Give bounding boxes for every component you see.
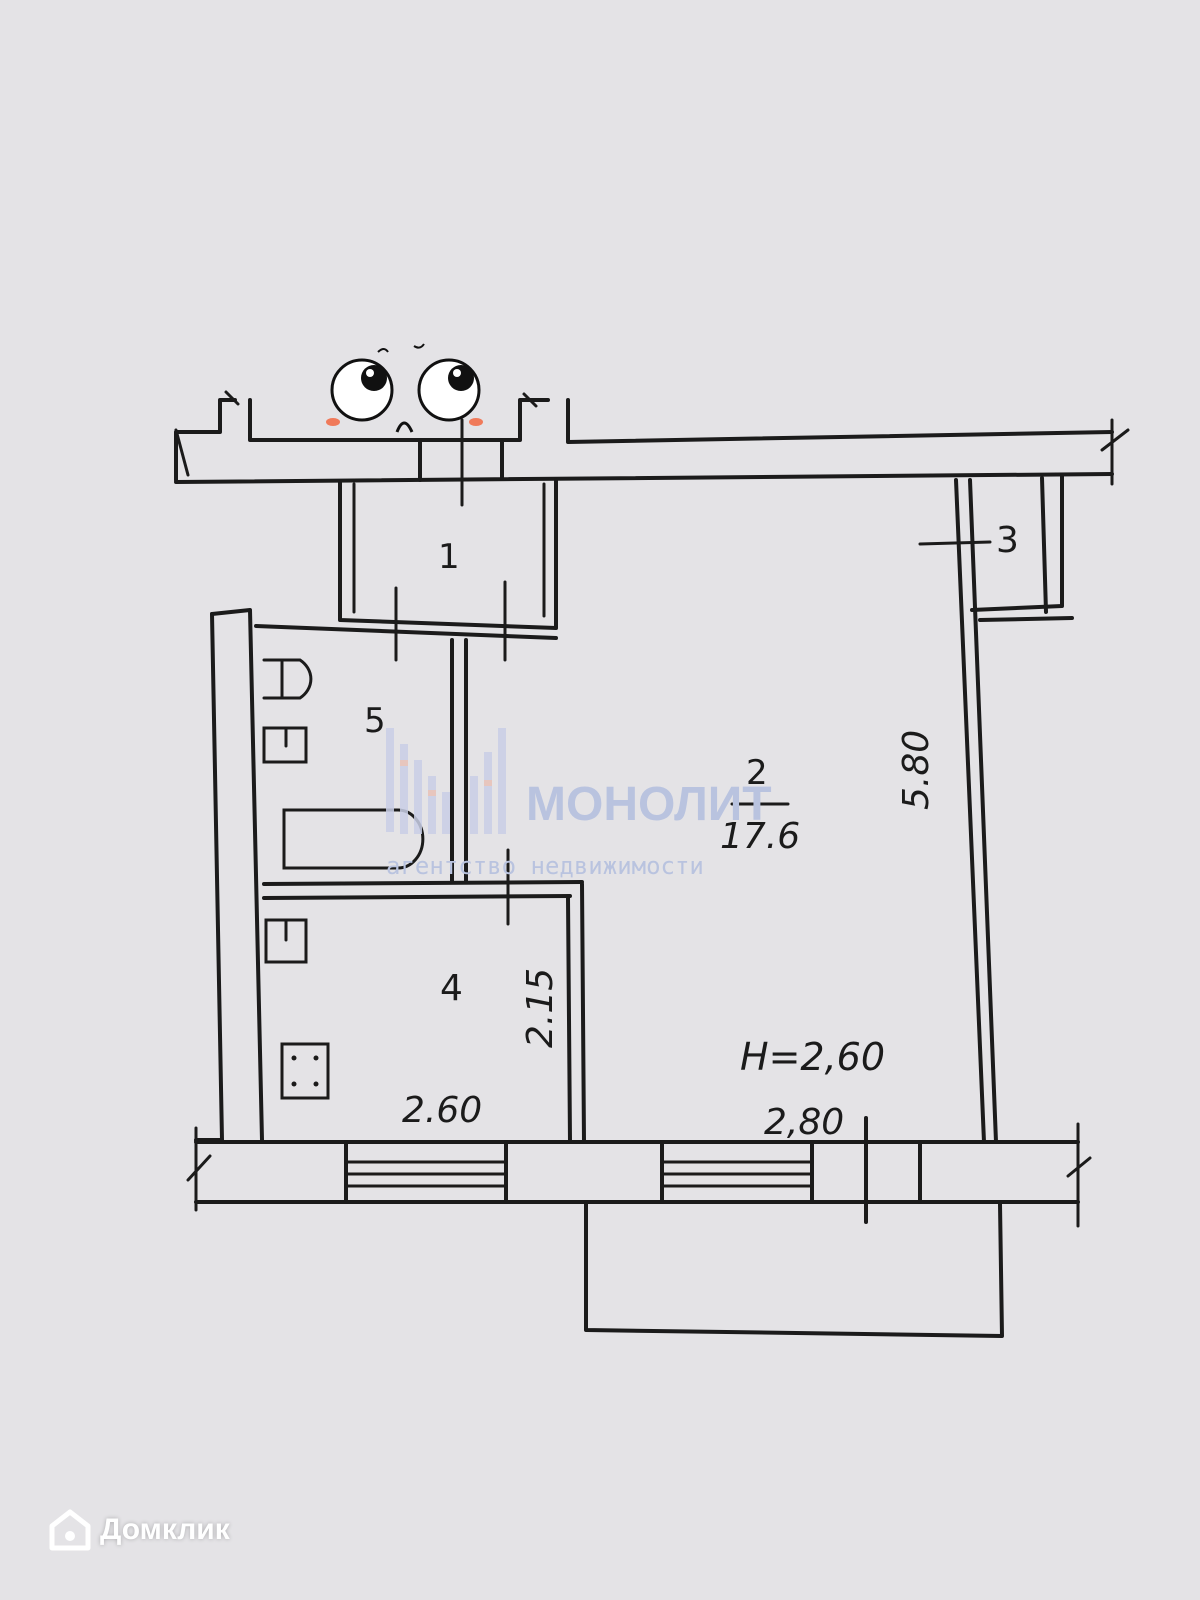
room-5-number: 5 bbox=[364, 701, 386, 741]
watermark-logo-icon bbox=[386, 728, 506, 834]
balcony bbox=[584, 1202, 1004, 1338]
stove-icon bbox=[280, 1042, 330, 1100]
left-wall bbox=[194, 608, 264, 1142]
room-1-number: 1 bbox=[438, 537, 460, 577]
living-length-label: 5.80 bbox=[896, 730, 937, 810]
ceiling-height-label: H=2,60 bbox=[740, 1035, 885, 1079]
sink-icon bbox=[262, 726, 308, 764]
right-wall bbox=[918, 474, 1074, 1144]
kitchen-depth-label: 2.15 bbox=[520, 968, 561, 1048]
living-width-label: 2,80 bbox=[764, 1102, 844, 1143]
watermark-brand: МОНОЛИТ bbox=[526, 778, 772, 831]
kitchen-sink-icon bbox=[264, 918, 308, 964]
toilet-icon bbox=[262, 658, 313, 700]
kitchen-window bbox=[344, 1140, 508, 1204]
room-2-number: 2 bbox=[746, 753, 768, 793]
top-wall bbox=[174, 390, 1130, 507]
domclick-logo: Домклик bbox=[48, 1508, 230, 1552]
balcony-door bbox=[864, 1116, 922, 1224]
room-2-area: 17.6 bbox=[720, 816, 800, 857]
kitchen-width-label: 2.60 bbox=[402, 1090, 482, 1131]
bathroom-walls bbox=[254, 624, 584, 926]
entry-room bbox=[338, 478, 558, 662]
room-3-number: 3 bbox=[996, 520, 1019, 561]
kitchen-walls bbox=[566, 882, 586, 1144]
cartoon-eyes-sticker bbox=[326, 343, 483, 433]
bottom-wall bbox=[186, 1122, 1092, 1228]
domclick-label: Домклик bbox=[100, 1513, 230, 1546]
room-4-number: 4 bbox=[440, 968, 463, 1009]
living-window bbox=[660, 1140, 814, 1204]
watermark-tagline: агентство недвижимости bbox=[386, 852, 704, 880]
house-icon bbox=[49, 1509, 91, 1551]
